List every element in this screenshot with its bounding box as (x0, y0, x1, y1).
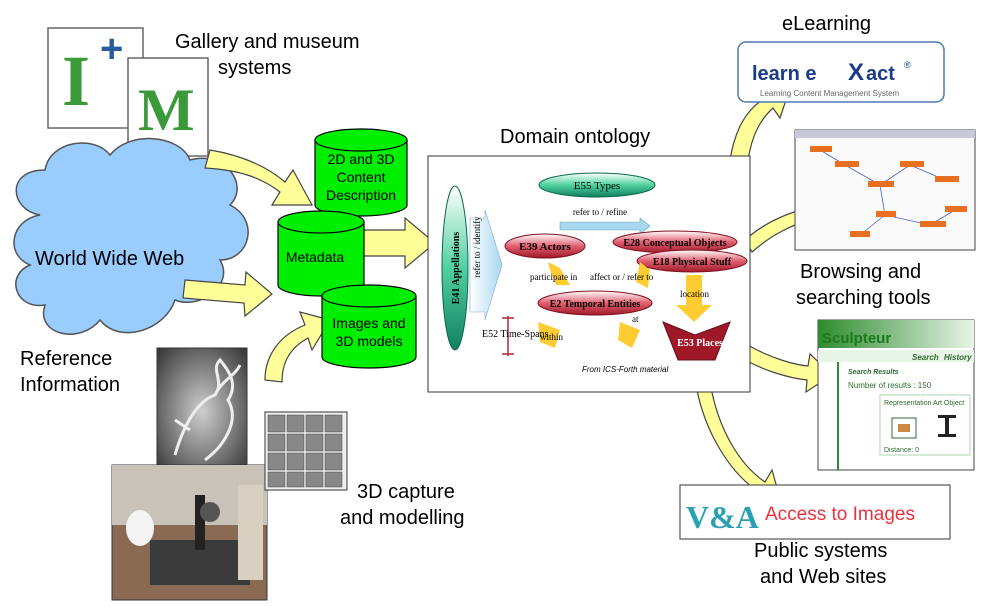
sculpteur-object-label: Representation Art Object (884, 400, 964, 407)
node-e18 (636, 249, 748, 273)
node-e41 (441, 185, 469, 351)
public-label-line1: Public systems (754, 540, 887, 562)
sculpteur-history-link: History (944, 353, 972, 362)
cylinder-metadata (277, 210, 365, 297)
content-label-line3: Description (326, 187, 396, 203)
node-e53-label: E53 Places (677, 338, 723, 349)
node-e52-label: E52 Time-Spans (482, 329, 549, 340)
capture-label-line1: 3D capture (357, 481, 455, 503)
rig-head (200, 502, 220, 522)
arrow-gallery-to-content (204, 149, 314, 206)
va-logo-text: V&A (686, 499, 759, 535)
www-label: World Wide Web (35, 248, 184, 270)
images-label-line1: Images and (332, 315, 405, 331)
node-e2-label: E2 Temporal Entities (550, 299, 641, 310)
logo-plus: + (100, 27, 123, 71)
browsing-screenshot (794, 129, 976, 251)
gallery-label-line2: systems (218, 57, 291, 79)
arrow-at (618, 322, 640, 348)
rig-arm (195, 495, 205, 550)
public-label-line2: and Web sites (760, 566, 886, 588)
exact-act: act (866, 63, 895, 85)
sculpteur-results-count: Number of results : 150 (848, 381, 932, 390)
sculpteur-screenshot: Sculpteur Search History Search Results … (817, 319, 975, 471)
exact-reg: ® (904, 60, 911, 70)
edge-within: within (540, 332, 564, 342)
node-e2 (537, 290, 653, 316)
dragon-shape (173, 357, 242, 462)
arrow-location (676, 275, 712, 322)
edge-affect: affect or / refer to (590, 272, 654, 282)
edge-location: location (680, 289, 709, 299)
sculpteur-distance: Distance: 0 (884, 447, 919, 454)
cylinder-content-description (314, 128, 408, 217)
arrow-affect (636, 262, 650, 288)
node-e39-label: E39 Actors (519, 241, 571, 253)
arrow-participate (548, 262, 570, 285)
metadata-label: Metadata (286, 249, 345, 265)
images-label-line2: 3D models (336, 333, 403, 349)
rig-object (126, 510, 154, 546)
sculpteur-results-title: Search Results (848, 369, 899, 376)
arrow-www-to-metadata (182, 270, 273, 318)
edge-at: at (632, 314, 639, 324)
ontology-title: Domain ontology (500, 126, 650, 148)
sculpteur-search-link: Search (912, 353, 939, 362)
browsing-label-line1: Browsing and (800, 261, 921, 283)
node-e55 (538, 172, 656, 198)
sculpteur-brand: Sculpteur (822, 330, 891, 347)
exact-x: X (848, 59, 864, 86)
rig-panel (238, 485, 263, 580)
access-to-images-text: Access to Images (765, 504, 915, 525)
edge-refer-refine: refer to / refine (573, 207, 627, 217)
cylinder-images-models (321, 284, 417, 369)
node-e39 (504, 233, 586, 259)
thumbnail-grid (264, 411, 348, 491)
arrow-refine (559, 217, 651, 235)
va-logo-banner: V&A Access to Images (679, 484, 951, 540)
elearning-label: eLearning (782, 13, 871, 35)
arrow-reference-to-images (264, 311, 331, 383)
capture-label-line2: and modelling (340, 507, 465, 529)
learn-exact-text: learn e (752, 63, 816, 85)
node-e52-marker (502, 316, 514, 356)
edge-refer-identify: refer to / identify (472, 216, 482, 278)
node-e41-label: E41 Appellations (451, 232, 462, 305)
content-label-line1: 2D and 3D (328, 151, 395, 167)
logo-letter-m: M (138, 77, 195, 143)
reference-label-line2: Information (20, 374, 120, 396)
learn-tagline: Learning Content Management System (760, 89, 900, 98)
reference-label-line1: Reference (20, 348, 112, 370)
node-e28-label: E28 Conceptual Objects (623, 238, 726, 249)
ontology-source: From ICS-Forth material (582, 365, 668, 374)
arrow-identify (469, 209, 503, 321)
node-e55-label: E55 Types (574, 180, 620, 192)
gallery-label-line1: Gallery and museum (175, 31, 360, 53)
node-e53 (662, 321, 731, 361)
content-label-line2: Content (336, 169, 385, 185)
browsing-label-line2: searching tools (796, 287, 931, 309)
learn-exact-logo: learn e X act ® Learning Content Managem… (737, 41, 945, 103)
node-e18-label: E18 Physical Stuff (653, 257, 732, 268)
logo-letter-i: I (62, 41, 90, 121)
arrow-cylinders-to-ontology (359, 216, 436, 270)
arrow-within (538, 322, 560, 348)
edge-participate: participate in (530, 272, 578, 282)
